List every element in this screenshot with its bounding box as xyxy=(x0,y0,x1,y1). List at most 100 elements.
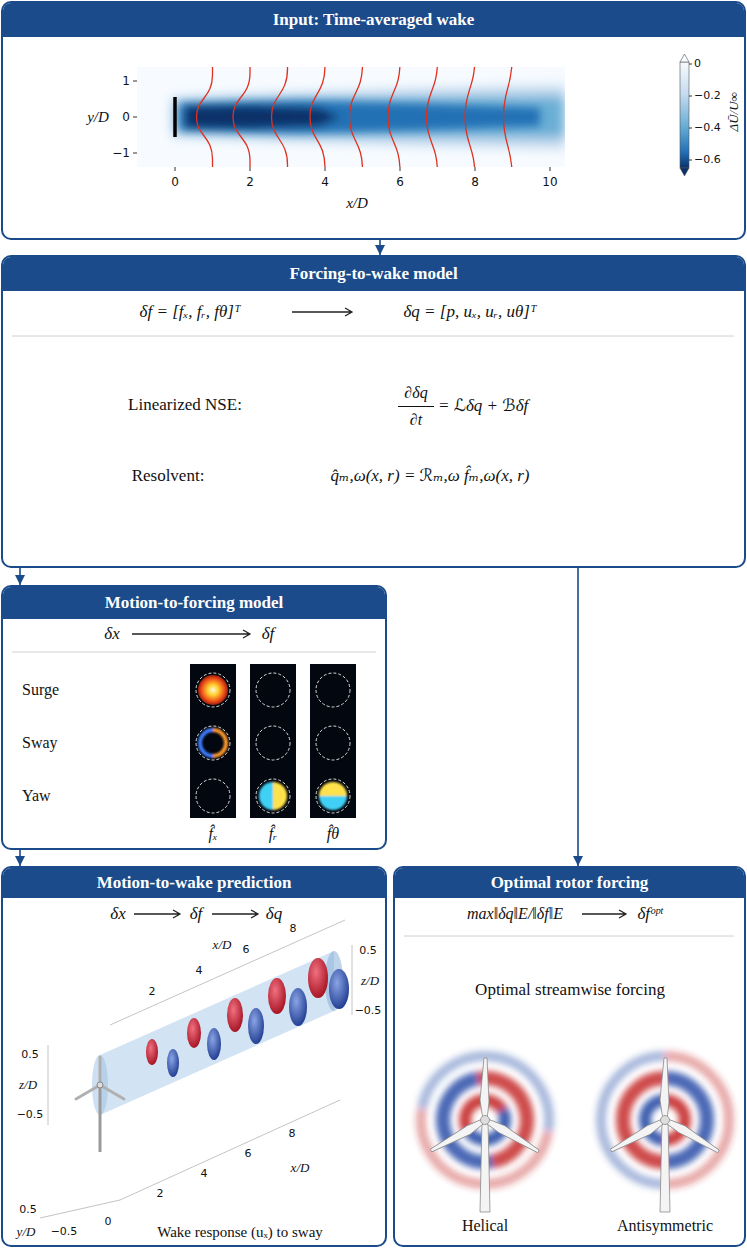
forcing-map xyxy=(250,664,296,818)
turbine-icon xyxy=(76,1085,100,1099)
axis-label: x/D xyxy=(346,194,368,212)
wake-structure xyxy=(187,1018,201,1048)
forcing-map xyxy=(190,664,356,818)
panel-heading: Motion-to-wake prediction xyxy=(97,873,292,893)
axis-label: ΔŪ/U∞ xyxy=(726,92,742,131)
formula-text: δx xyxy=(110,904,125,924)
forcing-map xyxy=(190,664,236,818)
formula-text: ∂δq xyxy=(404,383,427,402)
axis-tick xyxy=(133,81,550,171)
turbine-icon xyxy=(661,1116,670,1125)
axis-label: 4 xyxy=(321,175,329,189)
axis-tick xyxy=(133,117,137,118)
axis-label: 6 xyxy=(396,175,404,189)
axis-tick xyxy=(400,167,401,171)
flow-arrow xyxy=(19,850,21,866)
antisymmetric-forcing xyxy=(665,1056,729,1184)
antisymmetric-forcing xyxy=(623,1078,665,1162)
formula-text: ∂t xyxy=(410,410,422,429)
axis-label: x/D xyxy=(291,1160,310,1176)
model-panel: Forcing-to-wake model δf = [fₓ, fᵣ, fθ]ᵀ δ… xyxy=(1,255,746,568)
velocity-profile xyxy=(388,67,400,167)
axis-label: 10 xyxy=(542,175,557,189)
axis-label: −0.6 xyxy=(694,153,721,166)
axis-label: y/D xyxy=(87,108,109,126)
forcing-map xyxy=(256,779,290,813)
panel-heading: Motion-to-forcing model xyxy=(105,593,284,613)
turbine-icon xyxy=(663,1116,721,1155)
turbine-icon xyxy=(609,1117,667,1156)
forcing-map xyxy=(256,726,290,760)
colorbar xyxy=(689,128,692,129)
wake-structure xyxy=(146,958,349,1077)
maps-to-arrow xyxy=(134,910,180,918)
axis-label: 6 xyxy=(243,943,250,956)
forcing-map xyxy=(196,673,350,813)
turbine-icon xyxy=(429,1058,541,1212)
forcing-map xyxy=(198,675,228,705)
formula-text: Optimal streamwise forcing xyxy=(475,980,665,1000)
wake-structure xyxy=(207,1028,221,1060)
plot-axis xyxy=(120,1100,340,1200)
axis-label: 4 xyxy=(196,964,203,977)
formula-text: q̂ₘ,ω(x, r) = ℛₘ,ω f̂ₘ,ω(x, r) xyxy=(330,466,529,486)
axis-label: 1 xyxy=(122,74,130,88)
flow-arrow xyxy=(379,240,381,255)
velocity-profile xyxy=(465,67,475,167)
forcing-map xyxy=(319,782,347,796)
forcing-map xyxy=(200,730,213,756)
wake-structure xyxy=(308,958,328,998)
velocity-profile xyxy=(197,67,213,167)
forcing-map xyxy=(196,673,230,707)
header-band: Input: Time-averaged wake xyxy=(3,3,744,37)
axis-label: z/D xyxy=(19,1077,37,1093)
axis-label: z/D xyxy=(361,973,379,989)
formula-text: Linearized NSE: xyxy=(128,395,242,415)
turbine-icon xyxy=(481,1116,490,1125)
model-panel: Motion-to-forcing modelδxδfSurgeSwayYawf… xyxy=(1,585,387,850)
flow-arrow xyxy=(19,568,21,585)
forcing-map xyxy=(196,779,230,813)
velocity-profile xyxy=(310,67,325,167)
rotor-disk xyxy=(173,97,177,137)
panel-heading: Optimal rotor forcing xyxy=(491,873,649,893)
axis-label: −0.2 xyxy=(694,89,721,102)
axis-label: 0 xyxy=(122,110,130,124)
wake-structure xyxy=(289,988,307,1026)
formula-text: δq = [p, uₓ, uᵣ, uθ]ᵀ xyxy=(403,302,536,322)
wake-core xyxy=(180,101,540,133)
forcing-map xyxy=(200,730,226,756)
axis-label: 8 xyxy=(290,922,297,935)
maps-to-arrow xyxy=(132,630,250,638)
turbine-icon xyxy=(99,1085,102,1152)
input-panel: Input: Time-averaged wake xyxy=(1,1,746,240)
turbine-icon xyxy=(660,1120,670,1212)
turbine-icon xyxy=(99,1057,102,1085)
turbine-icon xyxy=(429,1117,487,1156)
formula-text: Wake response (uₓ) to sway xyxy=(157,1223,323,1241)
formula-text: δf = [fₓ, fᵣ, fθ]ᵀ xyxy=(140,302,241,322)
turbine-icon xyxy=(480,1120,490,1212)
turbine-icon xyxy=(609,1058,721,1212)
forcing-map xyxy=(316,673,350,707)
plot-axis xyxy=(352,945,353,1015)
turbine-icon xyxy=(76,1057,124,1152)
axis-tick xyxy=(475,167,476,171)
forcing-map xyxy=(273,782,287,810)
formula-text: δq xyxy=(266,904,282,924)
maps-to-arrow xyxy=(582,910,626,918)
axis-label: 8 xyxy=(471,175,479,189)
axis-tick xyxy=(325,167,326,171)
helical-forcing xyxy=(422,1046,559,1131)
axis-label: 2 xyxy=(157,1187,164,1200)
formula-text: f̂θ xyxy=(327,824,339,843)
wake-heatmap xyxy=(137,67,565,167)
velocity-profile xyxy=(197,67,513,167)
separator-line xyxy=(404,936,734,937)
header-band: Forcing-to-wake model xyxy=(3,257,744,291)
colorbar xyxy=(680,54,689,62)
plot-axis xyxy=(48,1045,49,1125)
wake-structure xyxy=(248,1008,264,1044)
flow-arrow xyxy=(577,568,579,866)
